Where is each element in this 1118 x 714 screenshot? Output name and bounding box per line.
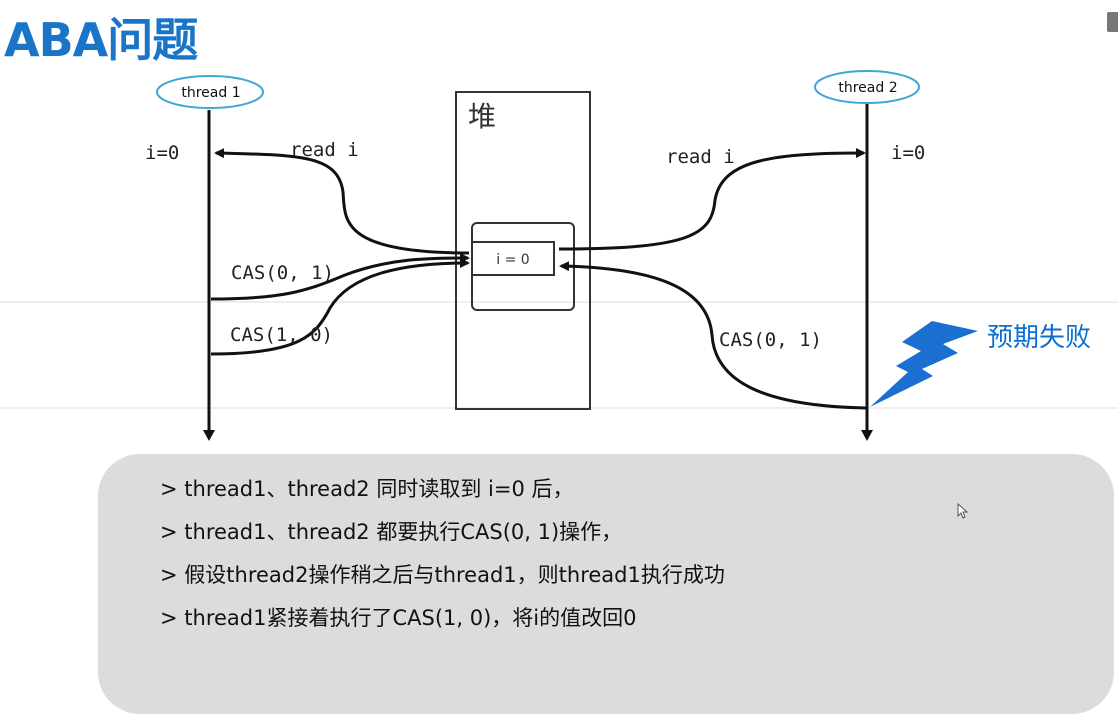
- thread-2-cas-0-1-label: CAS(0, 1): [719, 329, 822, 351]
- heap-label: 堆: [468, 100, 496, 133]
- lightning-bolt-icon: [870, 321, 978, 407]
- thread-1-cas-1-0-arrow: [210, 258, 470, 356]
- heap-box: [455, 91, 591, 410]
- note-line-1: > thread1、thread2 同时读取到 i=0 后，: [160, 477, 574, 501]
- thread-1-cas-0-1-arrow: [210, 253, 470, 301]
- scrollbar-handle[interactable]: [1107, 12, 1118, 32]
- failure-annotation: 预期失败: [987, 323, 1091, 353]
- thread-1-value: i=0: [145, 142, 179, 164]
- page-title: ABA问题: [4, 13, 198, 67]
- note-line-4: > thread1紧接着执行了CAS(1, 0)，将i的值改回0: [160, 606, 637, 630]
- thread-1-read-label: read i: [290, 139, 359, 161]
- thread-2-timeline-arrowhead: [861, 430, 873, 441]
- thread-2-value: i=0: [891, 142, 925, 164]
- thread-2-read-label: read i: [666, 146, 735, 168]
- thread-2-label: thread 2: [838, 80, 897, 96]
- thread-2-read-arrow: [558, 148, 866, 251]
- thread-2-cas-0-1-arrow: [559, 261, 867, 410]
- aba-diagram: 堆 i = 0 thread 1 thread 2 i=0 read i CAS…: [0, 70, 1118, 441]
- mouse-cursor-icon: [957, 503, 969, 519]
- note-line-3: > 假设thread2操作稍之后与thread1，则thread1执行成功: [160, 563, 725, 587]
- thread-1-cas-0-1-label: CAS(0, 1): [231, 262, 334, 284]
- thread-1-cas-1-0-label: CAS(1, 0): [230, 324, 333, 346]
- thread-2-bubble: [814, 70, 920, 104]
- note-line-2: > thread1、thread2 都要执行CAS(0, 1)操作，: [160, 520, 623, 544]
- thread-1-read-arrow: [214, 148, 470, 255]
- thread-1-bubble: [156, 75, 264, 109]
- thread-1-timeline-arrowhead: [203, 430, 215, 441]
- notes-panel: > thread1、thread2 同时读取到 i=0 后， > thread1…: [98, 454, 1114, 714]
- heap-cell-text: i = 0: [496, 252, 529, 268]
- heap-cell: [471, 241, 555, 276]
- thread-1-label: thread 1: [181, 85, 240, 101]
